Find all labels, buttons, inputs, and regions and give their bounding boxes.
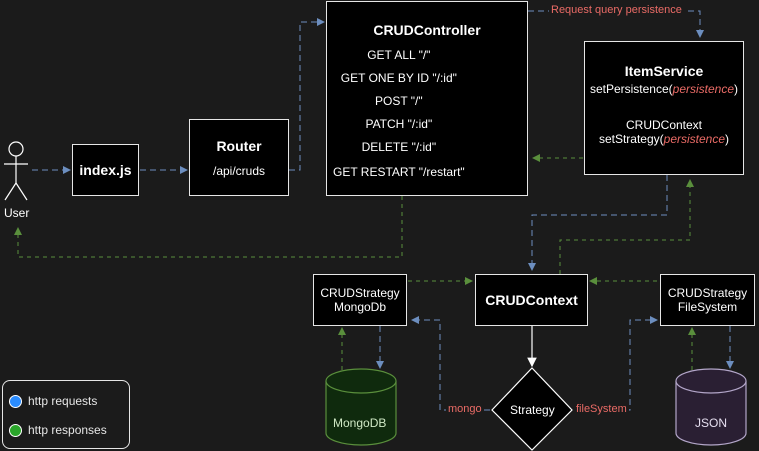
indexjs-box: index.js bbox=[72, 144, 139, 196]
router-path: /api/cruds bbox=[212, 163, 266, 178]
mongodb-label: MongoDB bbox=[333, 416, 387, 430]
route-post: POST "/" bbox=[375, 94, 423, 108]
edge-strategy-file bbox=[575, 316, 658, 411]
edge-router-controller bbox=[289, 18, 325, 171]
edge-controller-itemservice bbox=[528, 10, 704, 38]
route-restart: GET RESTART "/restart" bbox=[333, 165, 465, 179]
edge-itemservice-context bbox=[528, 175, 668, 271]
mongo-strategy-box: CRUDStrategy MongoDb bbox=[313, 274, 407, 326]
edge-context-itemservice bbox=[559, 179, 694, 274]
route-get-all: GET ALL "/" bbox=[367, 48, 431, 62]
itemservice-title: ItemService bbox=[624, 63, 704, 79]
json-cylinder bbox=[675, 368, 747, 446]
edge-label-request-persistence: Request query persistence bbox=[549, 4, 684, 16]
request-dot-icon bbox=[9, 394, 22, 408]
router-box: Router /api/cruds bbox=[189, 119, 289, 196]
user-icon bbox=[4, 141, 28, 201]
router-title: Router bbox=[216, 137, 262, 154]
file-strategy-box: CRUDStrategy FileSystem bbox=[660, 274, 755, 326]
legend: http requests http responses bbox=[2, 380, 130, 449]
mongo-strategy-line1: CRUDStrategy bbox=[320, 286, 400, 300]
strategy-label: Strategy bbox=[510, 403, 555, 417]
edge-strategy-mongo bbox=[411, 316, 490, 411]
user-label: User bbox=[4, 206, 30, 220]
mongo-strategy-line2: MongoDb bbox=[333, 300, 387, 314]
itemservice-set-strategy: setStrategy(persistence) bbox=[598, 132, 730, 146]
strategy-diamond bbox=[491, 367, 573, 451]
edge-label-mongo: mongo bbox=[446, 403, 484, 415]
itemservice-set-persistence: setPersistence(persistence) bbox=[589, 82, 739, 96]
json-label: JSON bbox=[695, 416, 728, 430]
mongodb-cylinder bbox=[325, 368, 397, 446]
legend-responses: http responses bbox=[9, 423, 107, 437]
edge-controller-user bbox=[14, 196, 403, 258]
file-strategy-line1: CRUDStrategy bbox=[667, 286, 748, 300]
response-dot-icon bbox=[9, 423, 22, 437]
itemservice-box: ItemService setPersistence(persistence) … bbox=[584, 41, 744, 175]
crudcontext-box: CRUDContext bbox=[475, 274, 588, 326]
itemservice-context-label: CRUDContext bbox=[625, 118, 703, 132]
indexjs-label: index.js bbox=[79, 162, 132, 178]
route-get-one: GET ONE BY ID "/:id" bbox=[340, 71, 457, 85]
legend-requests: http requests bbox=[9, 394, 97, 408]
edge-label-filesystem: fileSystem bbox=[574, 403, 629, 415]
route-delete: DELETE "/:id" bbox=[361, 140, 437, 154]
route-patch: PATCH "/:id" bbox=[365, 117, 433, 131]
crudcontext-label: CRUDContext bbox=[485, 292, 578, 308]
controller-box: CRUDController GET ALL "/" GET ONE BY ID… bbox=[326, 1, 528, 196]
file-strategy-line2: FileSystem bbox=[677, 300, 738, 314]
controller-title: CRUDController bbox=[373, 22, 481, 38]
